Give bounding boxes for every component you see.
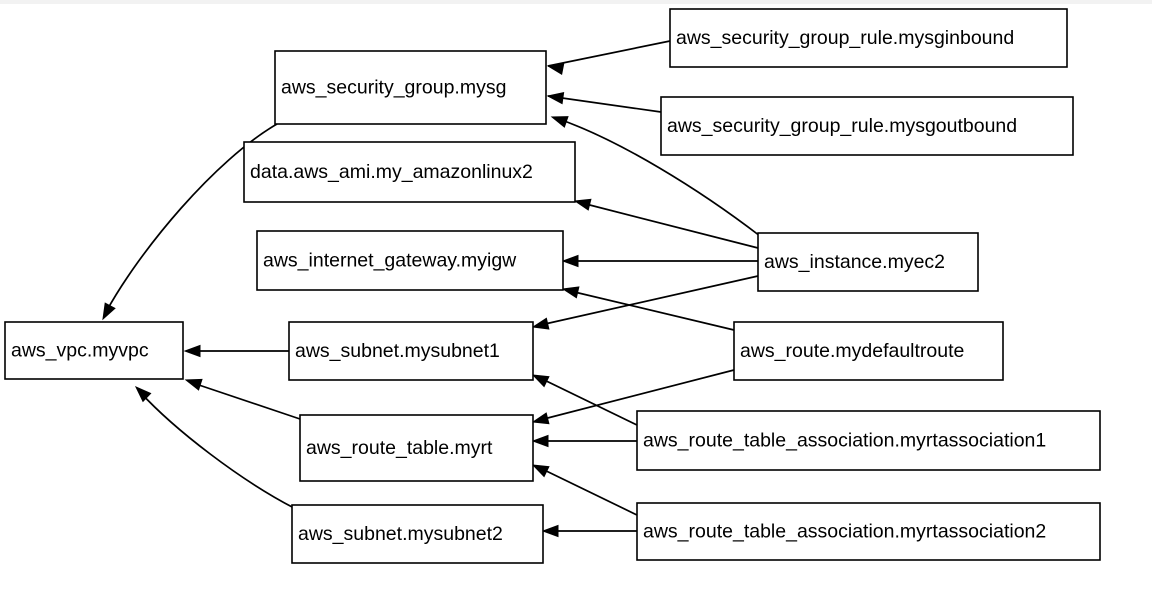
node-box[interactable] [757, 232, 979, 292]
node-assoc1[interactable]: aws_route_table_association.myrtassociat… [636, 410, 1101, 471]
edge-assoc1-to-rt [531, 434, 637, 448]
arrow-head-icon [184, 378, 203, 391]
arrow-head-icon [561, 286, 580, 299]
nodes-layer: aws_security_group.mysg aws_security_grou… [4, 8, 1101, 564]
node-box[interactable] [660, 96, 1074, 156]
node-sgout[interactable]: aws_security_group_rule.mysgoutbound [660, 96, 1074, 156]
edge-rt-to-vpc [184, 378, 301, 420]
node-box[interactable] [299, 414, 534, 482]
edge-ec2-to-subnet1 [531, 275, 759, 330]
node-label: aws_instance.myec2 [764, 251, 945, 273]
node-igw[interactable]: aws_internet_gateway.myigw [256, 230, 564, 291]
node-ec2[interactable]: aws_instance.myec2 [757, 232, 979, 292]
node-label: aws_route_table_association.myrtassociat… [643, 521, 1046, 543]
arrow-head-icon [531, 434, 549, 448]
arrow-head-icon [546, 92, 565, 105]
node-vpc[interactable]: aws_vpc.myvpc [4, 321, 184, 380]
node-box[interactable] [4, 321, 184, 380]
node-box[interactable] [636, 502, 1101, 561]
arrow-head-icon [550, 116, 569, 128]
arrow-head-icon [134, 385, 152, 403]
edge-sgin-to-sg [546, 40, 671, 76]
arrow-head-icon [531, 317, 550, 330]
arrow-head-icon [531, 374, 550, 388]
node-label: aws_security_group.mysg [281, 77, 506, 99]
arrow-head-icon [541, 524, 559, 538]
node-box[interactable] [669, 8, 1068, 68]
edge-assoc2-to-subnet2 [541, 524, 637, 538]
node-label: aws_route_table.myrt [306, 437, 493, 459]
node-label: aws_route.mydefaultroute [740, 340, 964, 362]
node-box[interactable] [291, 504, 544, 564]
edge-assoc2-to-rt [531, 464, 638, 516]
node-route[interactable]: aws_route.mydefaultroute [733, 321, 1004, 381]
node-label: aws_subnet.mysubnet1 [295, 340, 500, 362]
node-box[interactable] [243, 141, 576, 203]
edge-route-to-rt [531, 369, 735, 425]
top-strip [0, 0, 1152, 4]
node-label: aws_security_group_rule.mysgoutbound [667, 115, 1017, 137]
edge-ec2-to-ami [573, 198, 759, 249]
node-sgin[interactable]: aws_security_group_rule.mysginbound [669, 8, 1068, 68]
edge-sgout-to-sg [546, 92, 662, 113]
node-box[interactable] [274, 50, 547, 125]
arrow-head-icon [531, 464, 550, 478]
edge-ec2-to-sg [550, 116, 761, 237]
node-box[interactable] [288, 321, 534, 381]
node-label: aws_security_group_rule.mysginbound [676, 27, 1014, 49]
edge-assoc1-to-subnet1 [531, 374, 638, 426]
arrow-head-icon [573, 198, 592, 211]
arrow-head-icon [102, 302, 116, 321]
edge-route-to-igw [561, 286, 735, 331]
node-rt[interactable]: aws_route_table.myrt [299, 414, 534, 482]
arrow-head-icon [531, 412, 550, 425]
edge-subnet1-to-vpc [183, 344, 289, 358]
arrow-head-icon [183, 344, 201, 358]
arrow-head-icon [546, 62, 565, 76]
node-box[interactable] [636, 410, 1101, 471]
node-label: aws_route_table_association.myrtassociat… [643, 430, 1046, 452]
edge-sg-to-vpc [102, 123, 278, 321]
edge-subnet2-to-vpc [134, 385, 295, 509]
node-assoc2[interactable]: aws_route_table_association.myrtassociat… [636, 502, 1101, 561]
node-label: data.aws_ami.my_amazonlinux2 [250, 161, 533, 183]
node-label: aws_vpc.myvpc [11, 340, 149, 362]
node-sg[interactable]: aws_security_group.mysg [274, 50, 547, 125]
node-subnet1[interactable]: aws_subnet.mysubnet1 [288, 321, 534, 381]
arrow-head-icon [561, 254, 579, 268]
node-subnet2[interactable]: aws_subnet.mysubnet2 [291, 504, 544, 564]
node-label: aws_subnet.mysubnet2 [298, 523, 503, 545]
node-box[interactable] [733, 321, 1004, 381]
node-label: aws_internet_gateway.myigw [263, 250, 517, 272]
edges-layer [102, 40, 761, 538]
node-ami[interactable]: data.aws_ami.my_amazonlinux2 [243, 141, 576, 203]
edge-ec2-to-igw [561, 254, 758, 268]
node-box[interactable] [256, 230, 564, 291]
